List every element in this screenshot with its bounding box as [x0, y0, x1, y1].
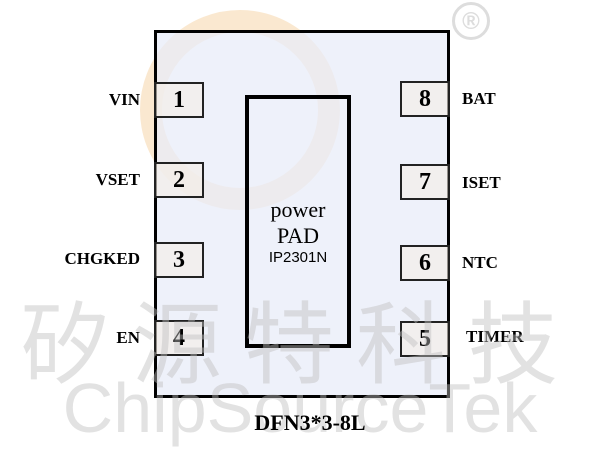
pin-3: 3: [154, 242, 204, 278]
pin-7: 7: [400, 164, 450, 200]
pin-label-ntc: NTC: [462, 253, 498, 272]
watermark-english: ChipSourceTek: [62, 369, 538, 447]
power-pad: power PAD IP2301N: [245, 95, 351, 348]
pin-label-en: EN: [116, 328, 140, 347]
pad-label-power: power: [270, 197, 326, 222]
pin-5: 5: [400, 321, 450, 357]
registered-mark: ®: [452, 2, 490, 40]
watermark-chinese: 矽源特科技: [20, 293, 580, 398]
pin-8: 8: [400, 81, 450, 117]
package-label: DFN3*3-8L: [254, 410, 366, 435]
pin-label-chgked: CHGKED: [64, 249, 140, 268]
pin-label-iset: ISET: [462, 173, 501, 192]
pin-label-vin: VIN: [108, 90, 140, 109]
pin-6: 6: [400, 245, 450, 281]
pin-label-bat: BAT: [462, 89, 496, 108]
pin-label-vset: VSET: [95, 170, 140, 189]
pin-2: 2: [154, 162, 204, 198]
pad-label-pad: PAD: [277, 223, 319, 248]
pin-label-timer: TIMER: [466, 327, 524, 346]
part-number: IP2301N: [268, 249, 328, 266]
pin-4: 4: [154, 320, 204, 356]
pin-1: 1: [154, 82, 204, 118]
